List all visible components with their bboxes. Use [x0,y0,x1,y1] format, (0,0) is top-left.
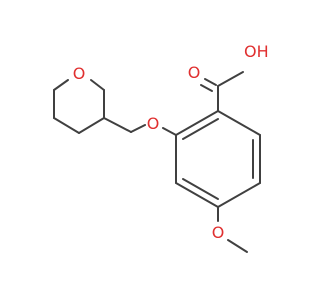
bond-oxane-5 [90,79,105,91]
atom-label-carboxyl-o: O [188,63,201,82]
bond-ether-o-to-ch2 [130,124,146,133]
bond-ch2-to-oxane [103,117,132,133]
atom-label-methoxy-o: O [212,223,225,242]
bond-benzene-3 [217,182,261,208]
bond-oxane-1 [78,117,105,134]
bond-benzene-4-inner [182,178,219,200]
bond-benzene-1 [217,110,261,136]
molecule-structure: OH O O O O [53,42,269,253]
bond-methoxy-o-to-ch3 [227,239,248,253]
bond-benzene-4 [175,182,219,208]
bond-benzene-6-inner [182,118,219,140]
atom-label-ether-o: O [147,114,160,133]
bond-oxane-4 [53,79,69,91]
bond-carboxyl-c-o-double-a [204,78,217,86]
atom-label-carboxyl-oh: OH [244,42,269,61]
bond-carboxyl-c-oh [217,71,244,87]
bond-carboxyl-c-o-double-b [200,84,213,92]
bond-benzene-6 [175,110,219,136]
bond-ring-to-ether-o [162,127,177,136]
bond-oxane-2 [53,117,80,134]
atom-label-ring-o: O [73,64,86,83]
